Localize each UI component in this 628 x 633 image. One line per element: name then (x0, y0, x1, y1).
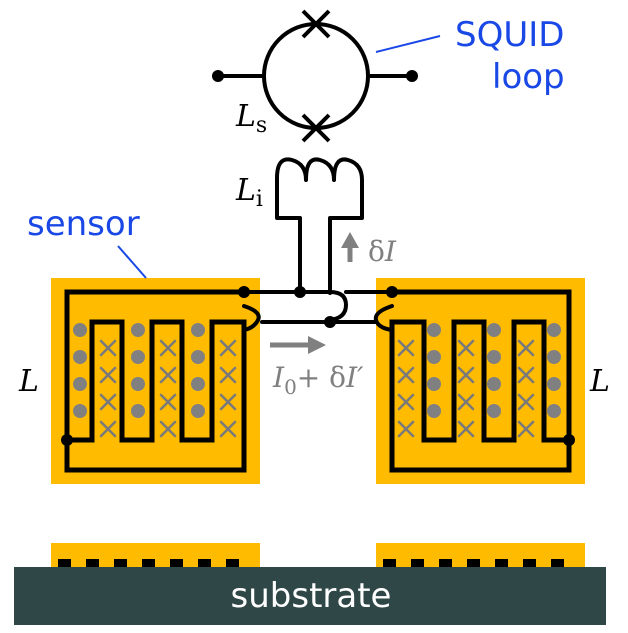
josephson-junction-bottom (301, 113, 331, 143)
substrate (14, 567, 606, 625)
right-dots (427, 323, 561, 418)
left-meander-coil (61, 289, 247, 473)
delta-i-label: δI (368, 235, 397, 268)
sensor-callout-line (117, 245, 147, 279)
delta-i-arrow (341, 232, 359, 262)
squid-label-line1: SQUID (455, 15, 564, 55)
squid-callout-line (375, 35, 441, 53)
right-crosses (397, 339, 535, 438)
right-meander-coil (389, 289, 575, 473)
left-bottom-pad-pattern (58, 559, 239, 568)
right-bottom-pad (376, 543, 585, 567)
li-label: Li (235, 173, 263, 212)
josephson-junction-top (301, 9, 331, 39)
right-bottom-pad-pattern (383, 559, 564, 568)
left-bottom-pad (51, 543, 260, 567)
bias-current-arrow (270, 336, 326, 354)
left-crosses (99, 339, 237, 438)
left-dots (73, 323, 205, 418)
input-coil (275, 157, 364, 295)
squid-loop-ring (262, 22, 370, 130)
bias-current-label: I0+ δI′ (272, 361, 364, 399)
l-label-left: L (18, 364, 39, 399)
substrate-label: substrate (231, 576, 392, 616)
squid-label-line2: loop (492, 57, 565, 97)
connection-wires (238, 286, 398, 332)
l-label-right: L (589, 364, 610, 399)
ls-label: Ls (235, 99, 267, 138)
squid-right-terminal (406, 70, 418, 82)
squid-left-terminal (212, 70, 224, 82)
sensor-label: sensor (27, 204, 140, 244)
